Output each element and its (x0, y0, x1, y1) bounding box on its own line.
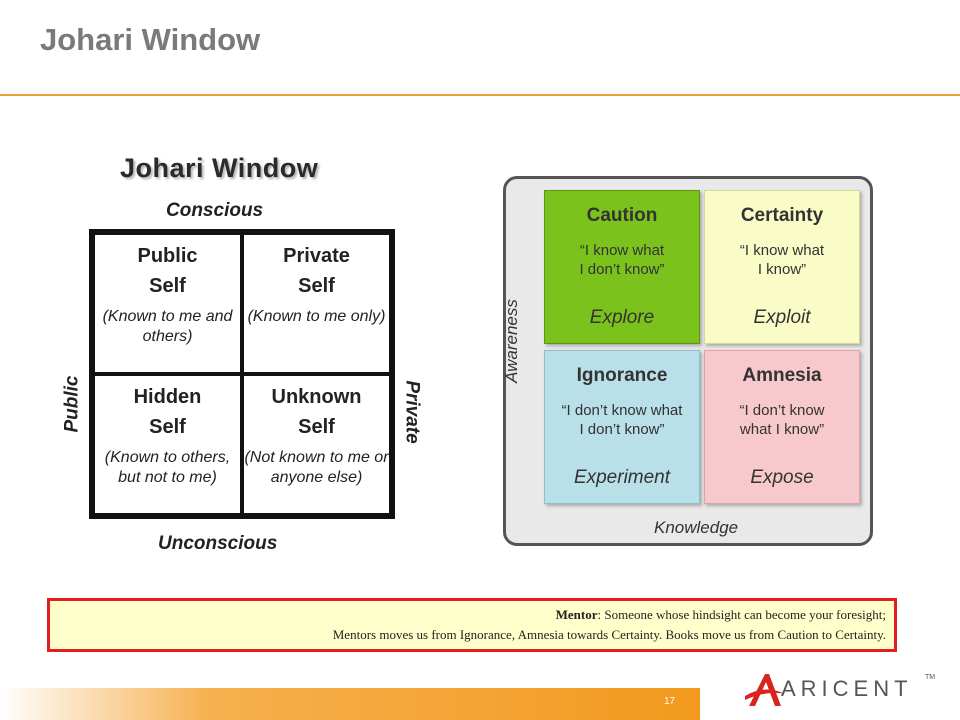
quadrant-action: Explore (589, 307, 655, 328)
mentor-label: Mentor (555, 607, 598, 622)
johari-heading: Johari Window (120, 153, 319, 183)
quadrant-caution: Caution “I know what I don’t know” Explo… (544, 190, 700, 344)
quadrant-amnesia: Amnesia “I don’t know what I know” Expos… (704, 350, 860, 504)
aricent-logo-icon (745, 674, 785, 706)
quadrant-quote: “I don’t know what I don’t know” (561, 402, 683, 438)
logo-trademark: TM (925, 674, 936, 681)
quadrant-quote: “I know what I don’t know” (579, 242, 665, 278)
cell-title: Private (283, 245, 350, 267)
title-divider (0, 94, 960, 96)
cell-subtitle: Self (298, 416, 335, 438)
cell-subtitle: Self (149, 275, 186, 297)
cell-subtitle: Self (298, 275, 335, 297)
quadrant-title: Ignorance (576, 365, 668, 386)
aricent-logo: ARICENT TM (745, 670, 935, 710)
axis-awareness: Awareness (501, 299, 521, 383)
cell-title: Unknown (271, 386, 362, 408)
cell-title: Public (137, 245, 198, 267)
cell-private-self: Private Self (Known to me only) (242, 233, 391, 374)
axis-unconscious: Unconscious (158, 533, 278, 554)
cell-description: (Known to me only) (247, 308, 386, 325)
quadrant-title: Amnesia (742, 365, 822, 386)
axis-knowledge: Knowledge (654, 518, 739, 537)
mentor-note: Mentor: Someone whose hindsight can beco… (47, 598, 897, 652)
axis-conscious: Conscious (166, 200, 264, 221)
slide-title: Johari Window (40, 22, 261, 57)
cell-hidden-self: Hidden Self (Known to others, but not to… (93, 374, 242, 515)
footer-bar (0, 688, 700, 720)
quadrant-title: Certainty (740, 205, 824, 226)
quadrant-quote: “I know what I know” (739, 242, 825, 278)
quadrant-action: Exploit (753, 307, 811, 328)
axis-private: Private (401, 380, 423, 444)
logo-wordmark: ARICENT (781, 676, 913, 701)
cell-description: (Not known to me or anyone else) (244, 449, 389, 486)
cell-public-self: Public Self (Known to me and others) (93, 233, 242, 374)
johari-window-diagram: Johari Window Conscious Unconscious Publ… (50, 145, 430, 565)
cell-description: (Known to me and others) (102, 308, 233, 345)
quadrant-action: Expose (750, 467, 814, 488)
quadrant-action: Experiment (573, 467, 671, 488)
awareness-knowledge-matrix: Caution “I know what I don’t know” Explo… (501, 176, 873, 546)
quadrant-ignorance: Ignorance “I don’t know what I don’t kno… (544, 350, 700, 504)
cell-title: Hidden (133, 386, 202, 408)
mentor-definition: : Someone whose hindsight can become you… (597, 607, 886, 622)
mentor-line-1: Mentor: Someone whose hindsight can beco… (50, 605, 886, 625)
cell-subtitle: Self (149, 416, 186, 438)
cell-unknown-self: Unknown Self (Not known to me or anyone … (242, 374, 391, 515)
axis-public: Public (61, 375, 83, 433)
cell-description: (Known to others, but not to me) (104, 449, 231, 486)
quadrant-certainty: Certainty “I know what I know” Exploit (704, 190, 860, 344)
quadrant-title: Caution (586, 205, 658, 226)
mentor-line-2: Mentors moves us from Ignorance, Amnesia… (332, 627, 886, 642)
johari-grid: Public Self (Known to me and others) Pri… (89, 229, 395, 519)
page-number: 17 (664, 696, 676, 707)
quadrant-quote: “I don’t know what I know” (739, 402, 825, 438)
